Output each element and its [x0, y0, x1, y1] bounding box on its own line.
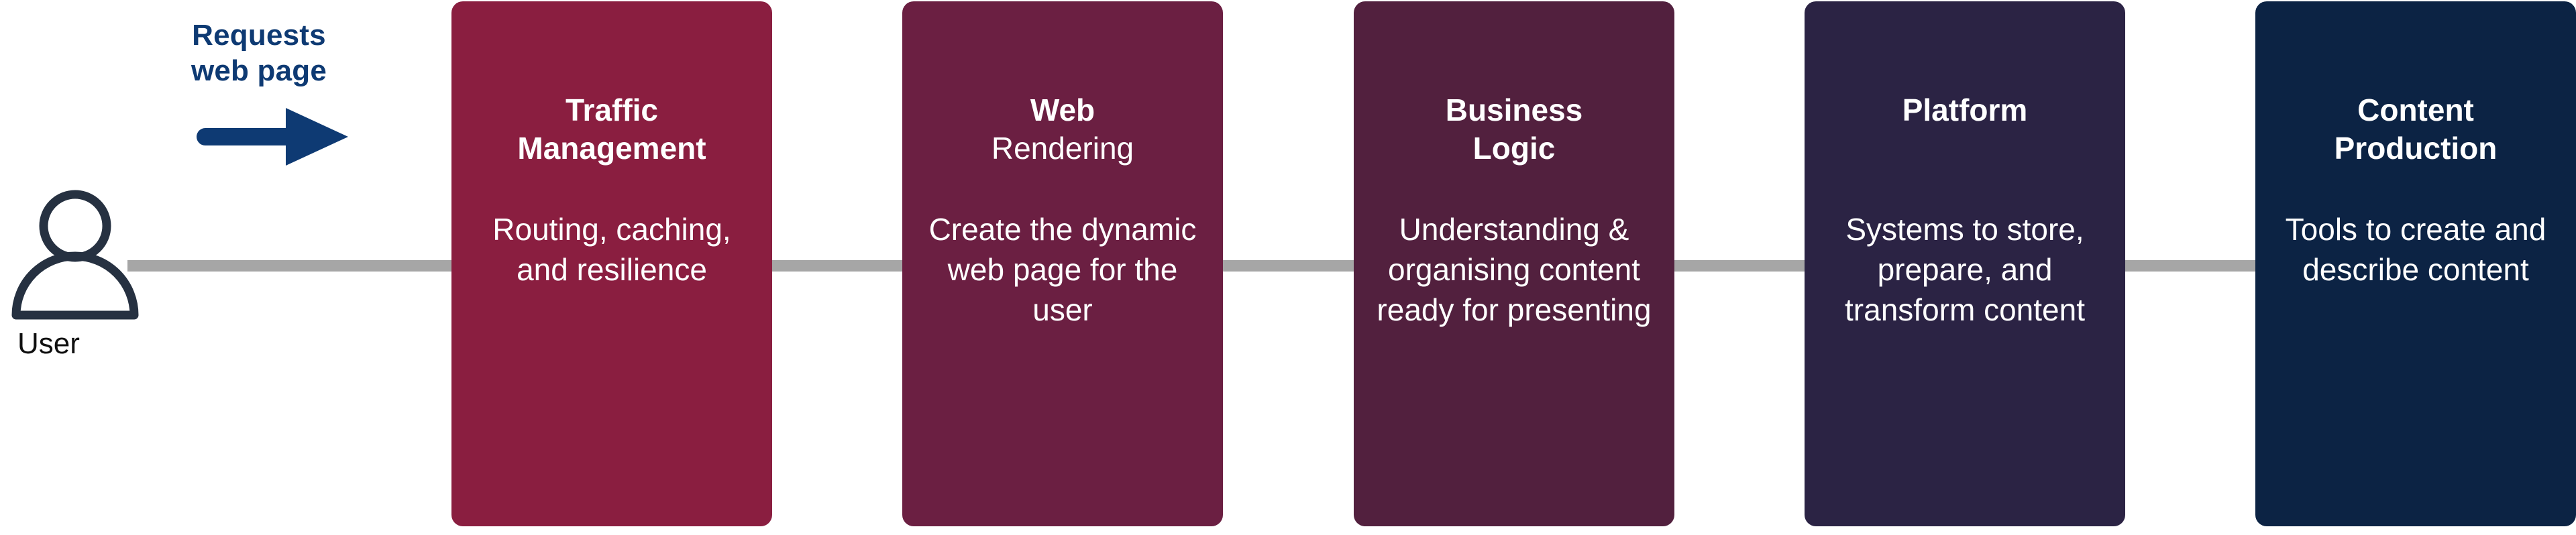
- stage-title-secondary: Production: [2334, 131, 2498, 166]
- stage-description: Systems to store, prepare, and transform…: [1845, 212, 2085, 327]
- right-arrow-icon: [191, 100, 358, 174]
- stage-description: Create the dynamic web page for the user: [928, 212, 1197, 327]
- stage-card-web-rendering[interactable]: Web Rendering Create the dynamic web pag…: [902, 1, 1223, 526]
- user-label: User: [17, 327, 80, 360]
- stage-title-primary: Traffic: [565, 93, 659, 127]
- stage-card-platform[interactable]: Platform Systems to store, prepare, and …: [1805, 1, 2125, 526]
- stage-title-primary: Platform: [1902, 93, 2028, 127]
- stage-description: Tools to create and describe content: [2285, 212, 2546, 287]
- stage-title-primary: Content: [2357, 93, 2474, 127]
- user-actor: User: [7, 188, 154, 382]
- stage-card-business-logic[interactable]: Business Logic Understanding & organisin…: [1354, 1, 1674, 526]
- requests-label-line2: web page: [191, 54, 327, 87]
- requests-label-line1: Requests: [192, 19, 326, 52]
- stage-title: Content Production: [2267, 91, 2564, 168]
- stage-title-secondary: Management: [517, 131, 706, 166]
- stage-title-primary: Web: [1030, 93, 1095, 127]
- stage-title: Platform: [1817, 91, 2113, 129]
- stage-description: Routing, caching, and resilience: [492, 212, 731, 287]
- user-person-icon: [7, 188, 148, 322]
- stage-card-content-production[interactable]: Content Production Tools to create and d…: [2255, 1, 2576, 526]
- stage-title: Business Logic: [1366, 91, 1662, 168]
- stage-title: Traffic Management: [464, 91, 760, 168]
- stage-title-secondary: Rendering: [991, 131, 1134, 166]
- requests-annotation: Requests web page: [158, 17, 360, 212]
- stage-title: Web Rendering: [914, 91, 1211, 168]
- stage-card-traffic-management[interactable]: Traffic Management Routing, caching, and…: [451, 1, 772, 526]
- stage-title-primary: Business: [1445, 93, 1583, 127]
- stage-title-secondary: Logic: [1472, 131, 1556, 166]
- stage-description: Understanding & organising content ready…: [1377, 212, 1652, 327]
